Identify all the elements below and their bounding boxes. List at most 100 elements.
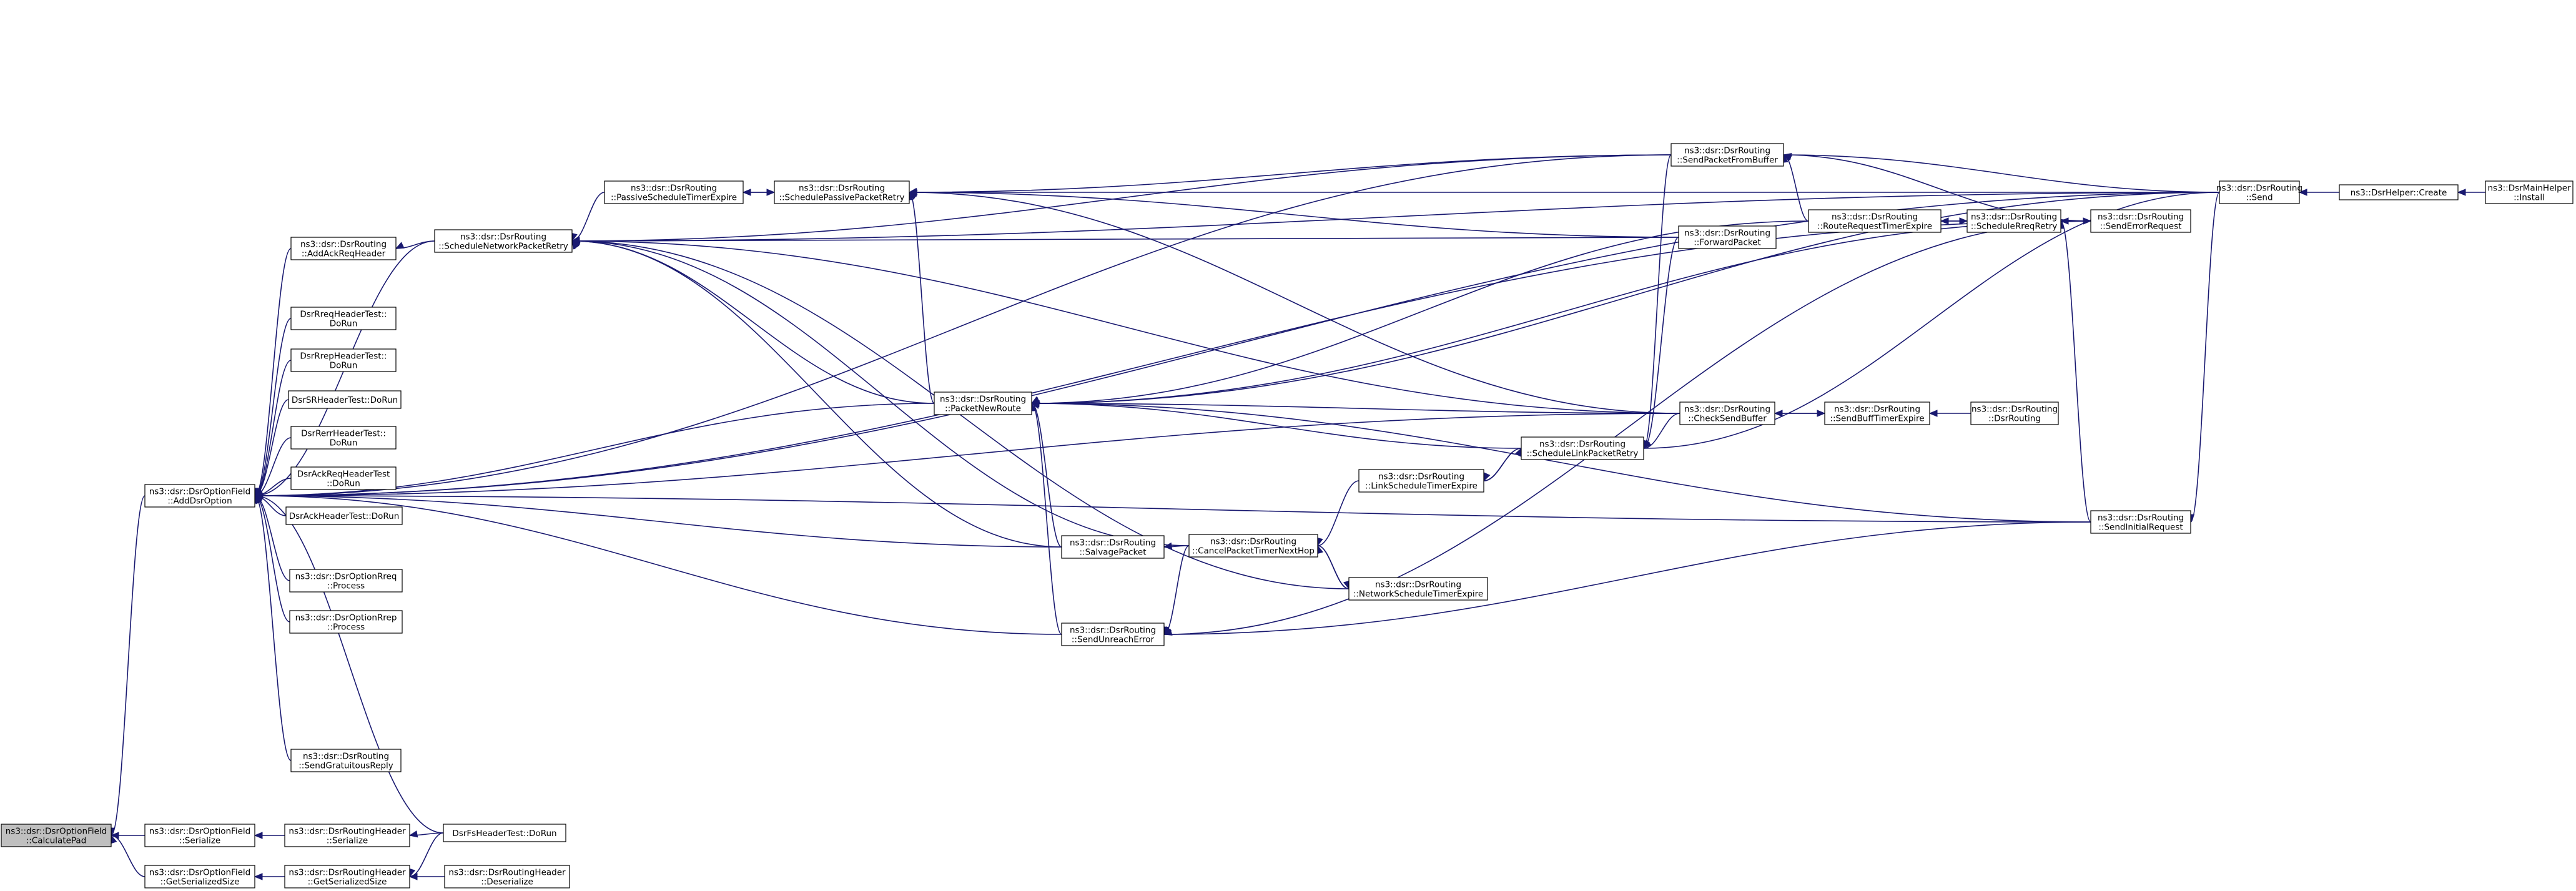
node-send[interactable]: ns3::dsr::DsrRouting::Send [2216, 180, 2302, 204]
node-label-line: ns3::dsr::DsrRouting [799, 184, 885, 194]
node-rh-get-serialized-size[interactable]: ns3::dsr::DsrRoutingHeader::GetSerialize… [284, 865, 410, 889]
node-rreq-timer-expire[interactable]: ns3::dsr::DsrRouting::RouteRequestTimerE… [1808, 209, 1942, 233]
arrowhead-icon [1163, 628, 1173, 636]
node-cancel-next-hop[interactable]: ns3::dsr::DsrRouting::CancelPacketTimerN… [1188, 534, 1318, 558]
node-box [1970, 401, 2059, 425]
edge-send-to-sched-passive [908, 189, 2219, 196]
node-add-dsr-option[interactable]: ns3::dsr::DsrOptionField::AddDsrOption [144, 484, 255, 508]
node-box [434, 229, 573, 253]
edge-send-to-sched-link [1643, 192, 2220, 449]
edge-send-to-send-initial [2187, 192, 2220, 523]
node-passive-expire[interactable]: ns3::dsr::DsrRouting::PassiveScheduleTim… [604, 180, 744, 204]
node-check-send[interactable]: ns3::dsr::DsrRouting::CheckSendBuffer [1679, 401, 1775, 425]
node-label-line: ns3::dsr::DsrRouting [1210, 537, 1296, 547]
node-label-line: DsrRreqHeaderTest:: [300, 310, 387, 320]
node-salvage[interactable]: ns3::dsr::DsrRouting::SalvagePacket [1061, 535, 1165, 559]
edge-send-from-buffer-to-sched-link [1640, 154, 1672, 450]
edge-send-unreach-to-packet-new-route [1028, 402, 1062, 635]
node-sr-test[interactable]: DsrSRHeaderTest::DoRun [288, 390, 402, 409]
node-label-line: ns3::dsr::DsrRouting [1971, 212, 2057, 222]
node-label-line: ::Install [2514, 193, 2545, 203]
node-fs-test[interactable]: DsrFsHeaderTest::DoRun [443, 824, 566, 842]
node-box [144, 824, 255, 847]
edge-rh-get-serialized-size-to-of-get-serialized-size [254, 873, 285, 880]
node-box [290, 237, 397, 260]
node-of-serialize[interactable]: ns3::dsr::DsrOptionField::Serialize [144, 824, 255, 847]
arrowhead-icon [571, 240, 580, 250]
node-opt-rrep[interactable]: ns3::dsr::DsrOptionRrep::Process [289, 610, 403, 634]
edge-add-dsr-option-to-root [107, 495, 146, 837]
arrowhead-icon [254, 832, 263, 839]
node-main-install[interactable]: ns3::DsrMainHelper::Install [2485, 180, 2574, 204]
edge-send-initial-to-add-dsr-option [254, 492, 2091, 523]
node-link-sched-expire[interactable]: ns3::dsr::DsrRouting::LinkScheduleTimerE… [1358, 469, 1484, 493]
edge-check-send-to-sched-passive [908, 192, 1680, 414]
arrowhead-icon [908, 189, 917, 196]
node-label-line: ns3::dsr::DsrRouting [1378, 472, 1464, 482]
edge-send-initial-to-sched-rreq [2057, 220, 2091, 523]
node-ack-test[interactable]: DsrAckHeaderTest::DoRun [285, 506, 403, 525]
node-label-line: ns3::dsr::DsrRouting [2098, 513, 2184, 523]
node-label-line: ::CalculatePad [26, 836, 87, 846]
node-dsr-routing[interactable]: ns3::dsr::DsrRouting::DsrRouting [1970, 401, 2059, 425]
node-box [1967, 209, 2061, 233]
arrowhead-icon [2298, 189, 2307, 196]
node-of-get-serialized-size[interactable]: ns3::dsr::DsrOptionField::GetSerializedS… [144, 865, 255, 889]
node-helper-create[interactable]: ns3::DsrHelper::Create [2339, 184, 2459, 200]
node-packet-new-route[interactable]: ns3::dsr::DsrRouting::PacketNewRoute [934, 391, 1032, 415]
node-label-line: ns3::dsr::DsrRouting [1539, 440, 1626, 450]
edge-packet-new-route-to-sched-passive [906, 191, 935, 404]
edge-send-from-buffer-to-add-dsr-option [254, 154, 1672, 496]
node-send-from-buffer[interactable]: ns3::dsr::DsrRouting::SendPacketFromBuff… [1670, 143, 1784, 167]
node-label-line: ns3::dsr::DsrOptionRrep [295, 613, 397, 623]
node-label-line: ns3::dsr::DsrRoutingHeader [289, 827, 406, 837]
node-box [604, 180, 744, 204]
arrowhead-icon [1817, 410, 1826, 417]
node-rh-serialize[interactable]: ns3::dsr::DsrRoutingHeader::Serialize [284, 824, 410, 847]
node-box [1348, 577, 1488, 601]
node-box [1358, 469, 1484, 493]
node-label-line: ::Serialize [327, 836, 368, 846]
node-send-initial[interactable]: ns3::dsr::DsrRouting::SendInitialRequest [2090, 510, 2191, 534]
node-rerr-test[interactable]: DsrRerrHeaderTest::DoRun [290, 426, 397, 450]
node-send-buff-timer[interactable]: ns3::dsr::DsrRouting::SendBuffTimerExpir… [1824, 401, 1930, 425]
edge-forward-to-sched-net-retry [571, 237, 1679, 245]
node-sched-net-retry[interactable]: ns3::dsr::DsrRouting::ScheduleNetworkPac… [434, 229, 573, 253]
node-add-ack-req[interactable]: ns3::dsr::DsrRouting::AddAckReqHeader [290, 237, 397, 260]
edge-passive-expire-to-sched-passive [743, 189, 776, 196]
edge-send-initial-to-send-unreach [1163, 521, 2091, 636]
node-sched-passive[interactable]: ns3::dsr::DsrRouting::SchedulePassivePac… [774, 180, 910, 204]
node-box [288, 390, 402, 409]
node-sched-rreq[interactable]: ns3::dsr::DsrRouting::ScheduleRreqRetry [1967, 209, 2061, 233]
arrowhead-icon [1782, 153, 1792, 160]
node-opt-rreq[interactable]: ns3::dsr::DsrOptionRreq::Process [289, 569, 403, 593]
node-label-line: ns3::dsr::DsrOptionField [149, 827, 250, 837]
node-box [290, 466, 397, 490]
edge-cancel-next-hop-to-sched-net-retry [571, 240, 1190, 546]
node-rh-deserialize[interactable]: ns3::dsr::DsrRoutingHeader::Deserialize [444, 865, 570, 889]
edge-cancel-next-hop-to-send-unreach [1161, 545, 1190, 636]
node-box [144, 865, 255, 889]
edge-salvage-to-packet-new-route [1029, 402, 1062, 548]
node-send-error-req[interactable]: ns3::dsr::DsrRouting::SendErrorRequest [2090, 209, 2191, 233]
node-label-line: ::ForwardPacket [1694, 238, 1761, 248]
node-label-line: ns3::dsr::DsrRouting [1684, 146, 1770, 156]
node-forward[interactable]: ns3::dsr::DsrRouting::ForwardPacket [1678, 225, 1777, 249]
node-box [2090, 209, 2191, 233]
node-box [1061, 535, 1165, 559]
node-ack-req-test[interactable]: DsrAckReqHeaderTest::DoRun [290, 466, 397, 490]
edge-rreq-timer-expire-to-sched-rreq [1941, 217, 1968, 225]
node-send-unreach[interactable]: ns3::dsr::DsrRouting::SendUnreachError [1061, 623, 1165, 646]
node-rreq-test1[interactable]: DsrRreqHeaderTest::DoRun [290, 307, 397, 330]
node-label-line: DsrSRHeaderTest::DoRun [292, 395, 398, 405]
node-label-line: ::SendInitialRequest [2098, 523, 2183, 533]
node-box [1188, 534, 1318, 558]
node-box [290, 348, 397, 372]
node-sched-link[interactable]: ns3::dsr::DsrRouting::ScheduleLinkPacket… [1521, 436, 1644, 460]
node-net-sched-expire[interactable]: ns3::dsr::DsrRouting::NetworkScheduleTim… [1348, 577, 1488, 601]
node-rrep-test[interactable]: DsrRrepHeaderTest::DoRun [290, 348, 397, 372]
node-gratuitous[interactable]: ns3::dsr::DsrRouting::SendGratuitousRepl… [290, 749, 402, 772]
node-label-line: ::Serialize [179, 836, 220, 846]
edge-cancel-next-hop-to-salvage [1163, 542, 1190, 550]
arrowhead-icon [1643, 440, 1652, 449]
